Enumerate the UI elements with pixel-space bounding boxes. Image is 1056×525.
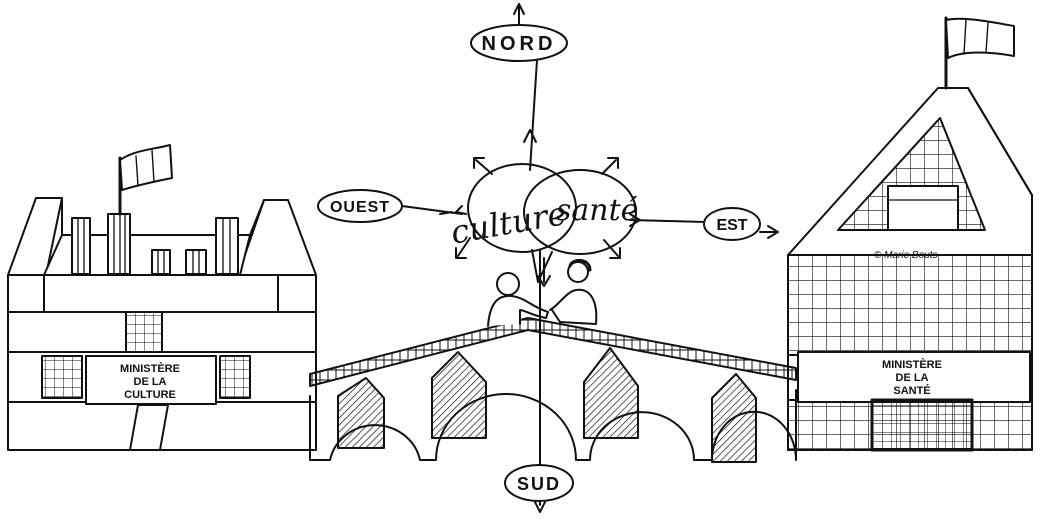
compass-axes: [401, 3, 779, 513]
north-label-oval: [470, 24, 568, 62]
east-label-oval: [703, 207, 761, 241]
bridge: [309, 317, 797, 463]
sante-sign-line2: DE LA: [896, 372, 929, 384]
west-label: OUEST: [330, 199, 390, 216]
sante-sign-line1: MINISTÈRE: [882, 358, 942, 371]
copyright-credit: © Marie Bouts: [874, 250, 938, 261]
venn-left-word: culture: [448, 194, 569, 252]
building-sante: [787, 16, 1033, 452]
building-culture: [7, 144, 317, 451]
culture-sign-line3: CULTURE: [124, 389, 176, 401]
venn-diagram: [467, 163, 637, 283]
people-handshake: [487, 259, 598, 327]
culture-sign-line2: DE LA: [134, 376, 167, 388]
south-label-oval: [504, 464, 574, 502]
north-label: NORD: [482, 33, 557, 55]
venn-right-word: santé: [556, 193, 638, 228]
culture-sign-line1: MINISTÈRE: [120, 362, 180, 375]
east-label: EST: [716, 217, 747, 234]
west-label-oval: [317, 189, 403, 223]
south-label: SUD: [517, 474, 561, 494]
sante-sign-line3: SANTÉ: [893, 384, 930, 397]
